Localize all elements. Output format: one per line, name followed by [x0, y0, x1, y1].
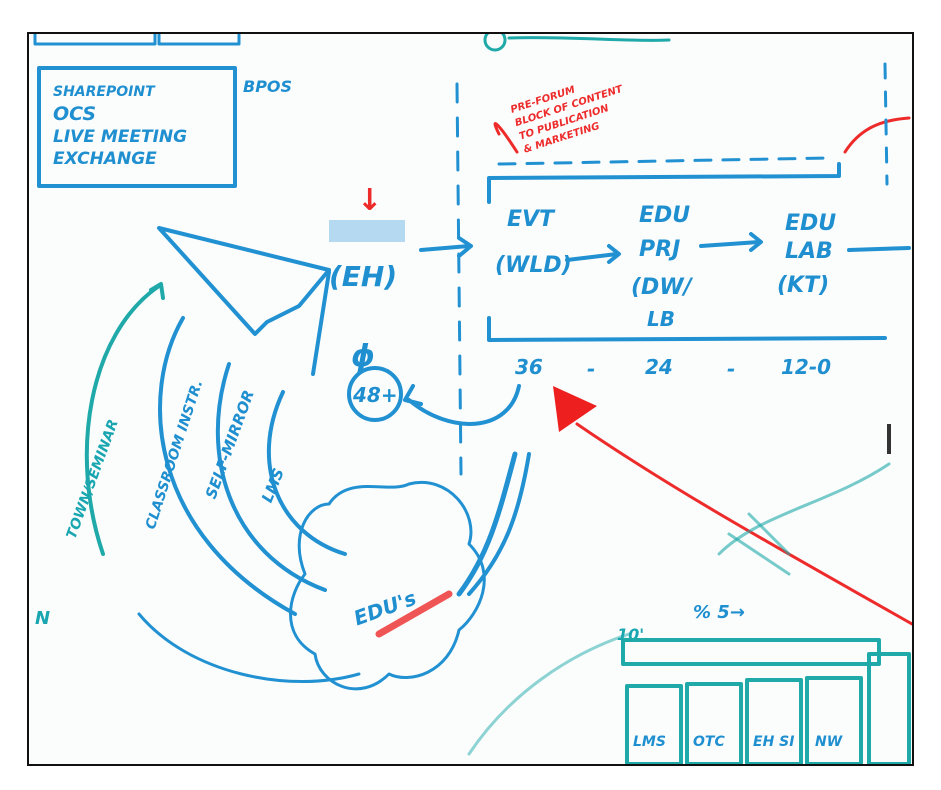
- stage-top-dashed: [497, 156, 831, 166]
- timeline-dash-1: -: [587, 357, 595, 381]
- arc-2: [158, 316, 297, 616]
- red-down-arrow: ↓: [357, 183, 382, 218]
- timeline-12-0: 12-0: [781, 355, 831, 379]
- timeline-36: 36: [515, 355, 543, 379]
- tools-line-1: SHAREPOINT: [53, 84, 156, 100]
- bottom-box-1: [625, 684, 683, 764]
- bottom-right-bar: [621, 638, 881, 666]
- arc-3: [215, 362, 327, 592]
- arc-label-4: LMS: [258, 466, 288, 505]
- red-triangle: [553, 386, 597, 432]
- red-note-curve: [493, 122, 519, 154]
- stage-2-middle: PRJ: [639, 237, 680, 262]
- arc-1: [84, 284, 161, 556]
- stage-bottom-bracket: [487, 316, 887, 342]
- funnel-shape: [157, 226, 331, 336]
- arc-4: [266, 390, 347, 556]
- bottom-box-4-label: NW: [815, 734, 843, 750]
- dashed-divider-left: [455, 82, 463, 476]
- stage-2-bottom: (DW/: [631, 275, 694, 300]
- bottom-right-top-label: % 5→: [693, 602, 745, 623]
- cloud-label: EDU's: [351, 586, 420, 631]
- stage-1-bottom: (WLD): [495, 253, 572, 278]
- teal-scribble-1: [717, 462, 891, 556]
- stage-1-top: EVT: [507, 207, 556, 232]
- circle-48-label: 48+: [352, 383, 398, 407]
- arc-5: [137, 612, 361, 683]
- center-to-stage-arrowhead: [457, 236, 473, 258]
- partial-circle: [483, 34, 507, 52]
- bottom-box-4: [805, 676, 863, 764]
- partial-top-stroke: [507, 36, 671, 42]
- stage-1-arrowhead: [607, 244, 621, 264]
- tools-line-2: OCS: [53, 103, 96, 125]
- return-arrowhead: [403, 384, 423, 406]
- return-arrow: [407, 384, 521, 426]
- tools-line-4: EXCHANGE: [53, 149, 157, 169]
- arc-label-2: CLASSROOM INSTR.: [143, 378, 206, 531]
- dashed-divider-right: [883, 62, 889, 186]
- edge-letter: N: [35, 608, 50, 629]
- circle-48: [347, 366, 403, 422]
- whiteboard-sketch: SHAREPOINT OCS LIVE MEETING EXCHANGE BPO…: [33, 34, 912, 764]
- partial-box-1: [33, 34, 157, 46]
- bottom-box-5: [867, 652, 911, 764]
- stage-1-arrow: [565, 252, 619, 262]
- bottom-box-3: [745, 678, 803, 764]
- timeline-dash-2: -: [727, 357, 735, 381]
- cloud-inflow-arrow: [456, 451, 518, 597]
- stage-3-arrow: [847, 246, 911, 252]
- phi-label: ϕ: [351, 339, 375, 374]
- stage-2-arrow: [699, 240, 761, 248]
- photo-frame: SHAREPOINT OCS LIVE MEETING EXCHANGE BPO…: [27, 32, 914, 766]
- red-top-right-curve: [843, 116, 911, 154]
- edu-cloud: [289, 481, 486, 691]
- center-to-stage-arrow: [419, 244, 471, 252]
- blurred-label: [329, 220, 405, 242]
- stage-3-middle: LAB: [785, 239, 833, 264]
- cloud-inflow-arrow-2: [467, 452, 531, 596]
- teal-scribble-2: [727, 512, 791, 576]
- stage-2-extra: LB: [647, 307, 675, 331]
- arc-label-3: SELF-MIRROR: [202, 388, 258, 502]
- center-node-label: (EH): [329, 260, 397, 293]
- bottom-box-2: [685, 682, 743, 764]
- teal-scribble-3: [467, 632, 631, 756]
- bottom-box-1-label: LMS: [633, 734, 666, 750]
- tools-box: [37, 66, 237, 188]
- bpos-label: BPOS: [243, 77, 292, 96]
- funnel-stem: [311, 270, 331, 376]
- stage-2-top: EDU: [639, 203, 690, 228]
- stage-2-arrowhead: [749, 232, 763, 252]
- stage-3-bottom: (KT): [777, 273, 829, 298]
- arc-1-head: [149, 282, 165, 300]
- stage-3-top: EDU: [785, 211, 836, 236]
- tools-line-3: LIVE MEETING: [53, 127, 187, 147]
- cloud-red-scribble: [375, 590, 453, 638]
- timeline-24: 24: [645, 355, 673, 379]
- bottom-box-2-label: OTC: [693, 734, 725, 750]
- stage-top-bracket: [487, 162, 841, 204]
- red-diagonal-line: [575, 422, 912, 626]
- partial-box-2: [157, 34, 241, 46]
- bottom-box-3-label: EH SI: [753, 734, 794, 750]
